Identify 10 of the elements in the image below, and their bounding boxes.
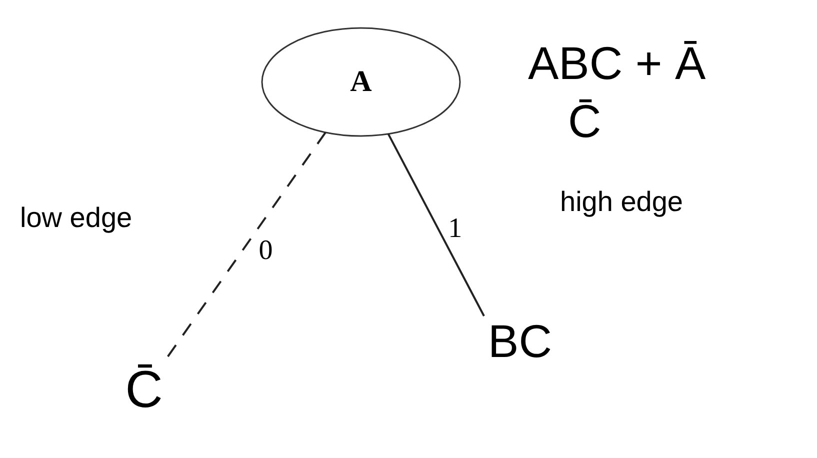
text-label: high edge — [560, 188, 684, 216]
edge-label: 1 — [448, 214, 462, 243]
text-label: ABC + Ā — [528, 40, 706, 86]
node-text: BC — [488, 318, 552, 364]
text-label: C̄ — [568, 98, 602, 144]
node-text: C̄ — [125, 364, 163, 416]
edge-label: 0 — [258, 237, 273, 266]
line — [387, 133, 485, 316]
node-text: A — [350, 67, 372, 97]
text-label: low edge — [20, 204, 132, 232]
